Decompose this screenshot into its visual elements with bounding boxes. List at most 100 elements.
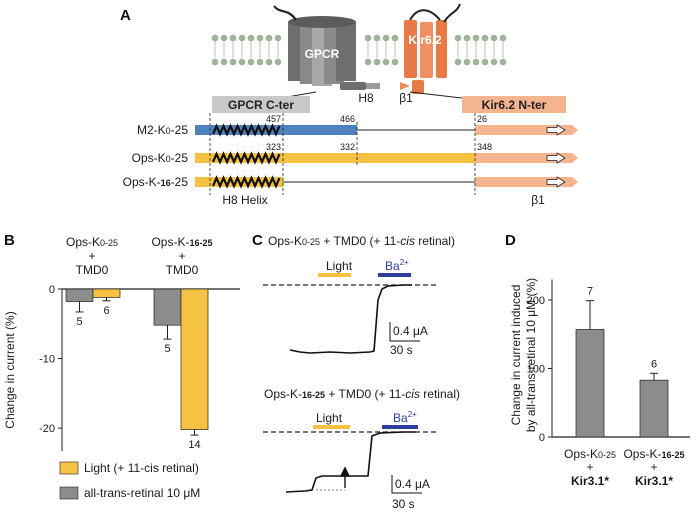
residue-number: 26	[477, 114, 487, 124]
lipid-head	[382, 34, 390, 42]
trace1-title: Ops-K0-25 + TMD0 (+ 11-cis retinal)	[268, 234, 455, 248]
lipid-head	[247, 58, 255, 66]
lipid-head	[391, 34, 399, 42]
n-label: 7	[587, 286, 593, 298]
svg-text:+: +	[178, 249, 185, 263]
lipid-head	[373, 34, 381, 42]
lipid-head	[238, 34, 246, 42]
panel-b-ylabel: Change in current (%)	[3, 311, 17, 428]
y-tick-label: -20	[39, 423, 55, 435]
lipid-head	[481, 34, 489, 42]
residue-number: 323	[266, 142, 281, 152]
trace1-scale-current: 0.4 μA	[393, 324, 428, 338]
h8-helix-zigzag	[211, 175, 281, 189]
panel-d-cat1: Ops-K0-25 + Kir3.1*	[564, 447, 616, 488]
trace1-light-label: Light	[326, 259, 353, 273]
lipid-head	[364, 34, 372, 42]
h8-helix-label: H8 Helix	[222, 193, 267, 207]
trace2-scale-current: 0.4 μA	[395, 477, 430, 491]
panel-b-title-left: Ops-K0-25 + TMD0	[66, 235, 118, 277]
trace2-arrow	[339, 466, 351, 488]
construct-name: Ops-K-16-25	[123, 175, 189, 189]
svg-text:Ops-K0-25: Ops-K0-25	[66, 235, 118, 249]
bar	[65, 288, 94, 302]
nter-header	[462, 96, 566, 113]
lipid-head	[364, 58, 372, 66]
legend-trans-swatch	[59, 486, 79, 500]
svg-text:Ops-K0-25: Ops-K0-25	[564, 447, 616, 461]
panel-c-label: C	[252, 232, 263, 249]
lipid-head	[220, 34, 228, 42]
trace2-scale-time: 30 s	[392, 497, 415, 511]
bar	[639, 379, 669, 438]
gpcr-segment	[195, 153, 475, 163]
legend-light-label: Light (+ 11-cis retinal)	[84, 461, 199, 475]
lipid-head	[454, 58, 462, 66]
lipid-head	[229, 34, 237, 42]
n-label: 14	[188, 439, 200, 451]
lipid-head	[247, 34, 255, 42]
svg-text:+: +	[650, 460, 657, 474]
trace2-title: Ops-K-16-25 + TMD0 (+ 11-cis retinal)	[264, 387, 460, 401]
svg-text:+: +	[586, 460, 593, 474]
trace1-current	[289, 284, 412, 354]
panel-d-cat2: Ops-K-16-25 + Kir3.1*	[623, 447, 684, 488]
lipid-head	[274, 58, 282, 66]
svg-text:TMD0: TMD0	[166, 263, 199, 277]
lipid-head	[499, 34, 507, 42]
svg-text:Kir3.1*: Kir3.1*	[635, 474, 673, 488]
trace1-light-bar	[318, 273, 351, 277]
trace2-scalebar	[391, 475, 422, 494]
beta1-label: β1	[399, 91, 413, 105]
n-label: 5	[76, 316, 82, 328]
svg-text:TMD0: TMD0	[76, 263, 109, 277]
trace2-ba-label: Ba2+	[393, 410, 417, 425]
n-label: 5	[164, 343, 170, 355]
lipid-head	[454, 34, 462, 42]
cter-header-label: GPCR C-ter	[228, 98, 294, 112]
trace2-light-bar	[313, 425, 350, 429]
n-label: 6	[651, 358, 657, 370]
lipid-head	[256, 58, 264, 66]
residue-number: 348	[477, 142, 492, 152]
legend-light-swatch	[59, 461, 79, 475]
panel-d-ylabel-1: Change in current induced	[509, 285, 523, 426]
lipid-head	[229, 58, 237, 66]
y-tick-label: 0	[539, 432, 545, 444]
lipid-head	[220, 58, 228, 66]
lipid-head	[211, 58, 219, 66]
bar	[92, 288, 121, 298]
trace1-scalebar	[389, 322, 420, 342]
y-tick-label: -10	[39, 354, 55, 366]
lipid-head	[472, 58, 480, 66]
h8-helix-zigzag	[211, 151, 281, 165]
lipid-head	[274, 34, 282, 42]
residue-number: 466	[340, 114, 355, 124]
trace1-ba-label: Ba2+	[385, 258, 409, 273]
trace2-current	[285, 431, 416, 493]
trace1-scale-time: 30 s	[390, 343, 413, 357]
trace2-ba-bar	[382, 425, 418, 429]
lipid-head	[391, 58, 399, 66]
y-tick-label: 0	[49, 284, 55, 296]
lipid-head	[463, 58, 471, 66]
lipid-head	[373, 58, 381, 66]
gpcr-segment	[195, 125, 357, 135]
lipid-head	[463, 34, 471, 42]
kir-label: Kir6.2	[408, 33, 442, 47]
lipid-head	[211, 34, 219, 42]
svg-text:+: +	[88, 249, 95, 263]
lipid-head	[256, 34, 264, 42]
construct-name: M2-K0-25	[137, 123, 188, 137]
legend-trans-label: all-trans-retinal 10 μM	[84, 486, 200, 500]
kir62-protein: Kir6.2 β1	[380, 3, 461, 105]
cter-header	[212, 96, 310, 113]
lipid-head	[472, 34, 480, 42]
panel-d-ylabel-2: by all-trans-retinal 10 μM (%)	[524, 278, 538, 432]
h8-helix-zigzag	[211, 123, 281, 137]
bar	[180, 288, 209, 430]
